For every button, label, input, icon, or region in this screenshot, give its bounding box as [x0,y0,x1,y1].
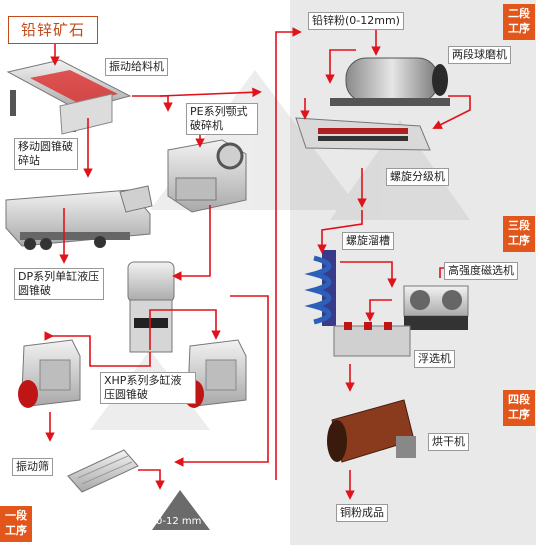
label-spiral-chute: 螺旋溜槽 [342,232,394,250]
label-ball-mill: 两段球磨机 [448,46,511,64]
vibrating-feeder [6,59,132,135]
stage-tag-1: 一段工序 [0,506,32,542]
label-dp-cone-crusher: DP系列单缸液压圆锥破 [14,268,104,300]
mobile-crushing-station [5,185,153,250]
label-powder: 铅锌粉(0-12mm) [308,12,404,30]
stage-tag-2: 二段工序 [503,4,535,40]
ore-title: 铅锌矿石 [8,16,98,44]
label-spiral-classifier: 螺旋分级机 [386,168,449,186]
label-product-size: 0-12 mm [156,516,202,527]
vibrating-screen [67,449,139,493]
xhp-cone-crusher-left [18,339,81,408]
stage-tag-4: 四段工序 [503,390,535,426]
flow-arrows [45,27,471,500]
label-final-product: 铜粉成品 [336,504,388,522]
spiral-chute [304,250,336,326]
dp-cone-crusher [127,261,175,353]
label-flotation-machine: 浮选机 [414,350,455,368]
label-magnetic-separator: 高强度磁选机 [444,262,518,280]
magnetic-separator [403,285,469,330]
label-mobile-cone-station: 移动圆锥破碎站 [14,138,78,170]
spiral-classifier [295,117,431,151]
label-vibrating-feeder: 振动给料机 [105,58,168,76]
ball-mill [330,57,450,106]
stage-tag-3: 三段工序 [503,216,535,252]
product-pile [152,490,210,530]
label-dryer: 烘干机 [428,433,469,451]
label-xhp-cone-crusher: XHP系列多缸液压圆锥破 [100,372,196,404]
rotary-dryer [327,399,416,463]
flotation-machine [333,322,411,357]
label-jaw-crusher: PE系列颚式破碎机 [186,103,258,135]
label-vibrating-screen: 振动筛 [12,458,53,476]
jaw-crusher [167,139,247,213]
